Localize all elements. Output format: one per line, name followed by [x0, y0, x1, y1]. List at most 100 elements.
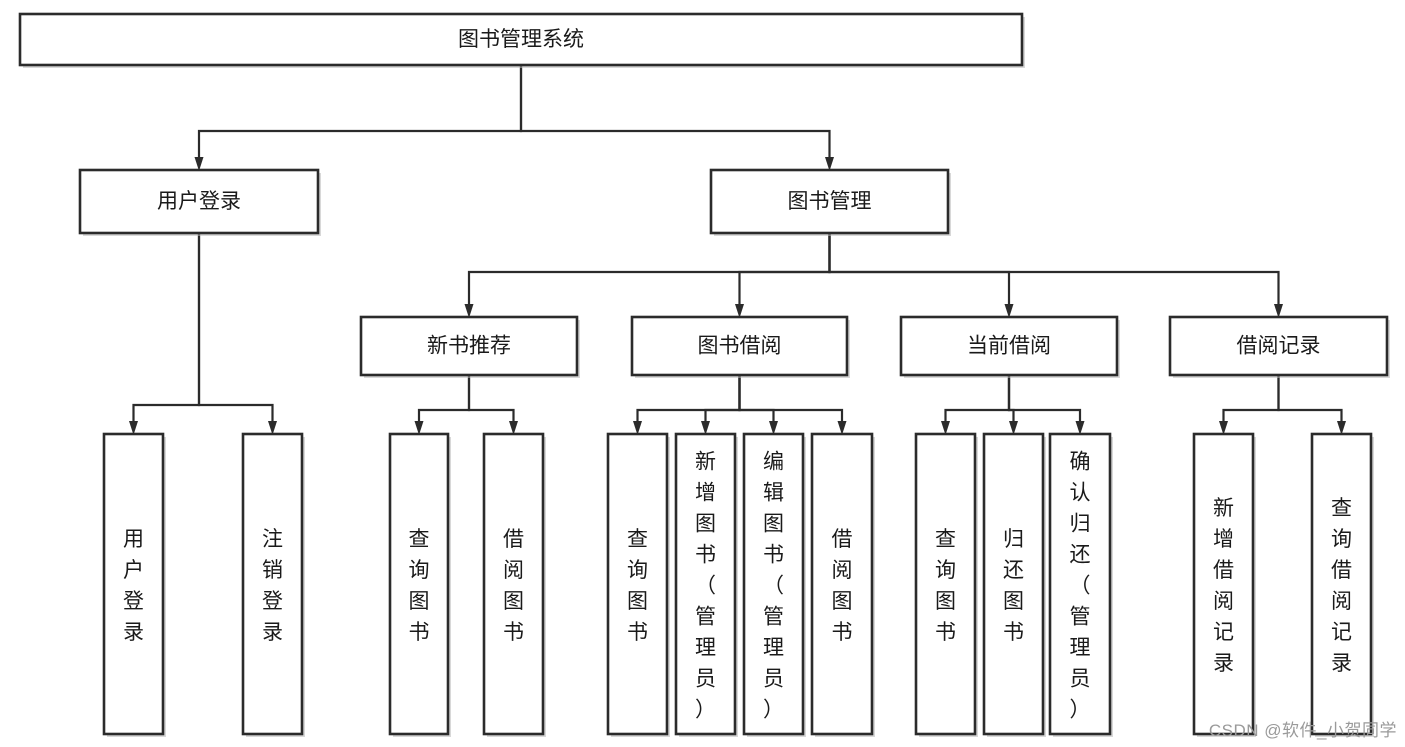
- node-current-borrow[interactable]: 当前借阅: [899, 315, 1120, 378]
- node-box[interactable]: [914, 432, 977, 736]
- arrow-head-icon: [837, 421, 847, 435]
- node-box[interactable]: [1048, 432, 1112, 736]
- node-box[interactable]: [241, 432, 304, 736]
- connector-leaf-query-book-cb: [941, 375, 1011, 435]
- node-leaf-user-login[interactable]: 用户登录: [102, 432, 166, 737]
- arrow-head-icon: [825, 157, 834, 171]
- connector-book-manage: [519, 65, 834, 171]
- node-leaf-add-book[interactable]: 新增图书（管理员）: [674, 432, 738, 737]
- node-label: 新书推荐: [427, 335, 511, 358]
- node-label: 借阅图书: [832, 528, 853, 644]
- node-box[interactable]: [359, 315, 579, 377]
- node-book-borrow[interactable]: 图书借阅: [630, 315, 850, 378]
- connector-current-borrow: [828, 233, 1014, 318]
- node-label: 当前借阅: [967, 335, 1051, 358]
- edges-layer: [129, 65, 1346, 435]
- node-box[interactable]: [674, 432, 737, 736]
- node-leaf-borrow-book-rec[interactable]: 借阅图书: [482, 432, 546, 737]
- connector-leaf-add-book: [701, 375, 741, 435]
- node-label: 图书借阅: [698, 335, 782, 358]
- node-leaf-add-record[interactable]: 新增借阅记录: [1192, 432, 1256, 737]
- node-root[interactable]: 图书管理系统: [18, 12, 1025, 68]
- connector-leaf-query-book-rec: [414, 375, 471, 435]
- node-new-book-rec[interactable]: 新书推荐: [359, 315, 580, 378]
- node-label: 借阅图书: [503, 528, 524, 644]
- node-box[interactable]: [482, 432, 545, 736]
- node-label: 查询图书: [409, 528, 430, 644]
- arrow-head-icon: [464, 304, 474, 318]
- connector-leaf-return-book: [1007, 375, 1018, 435]
- arrow-head-icon: [1075, 421, 1085, 435]
- node-box[interactable]: [78, 168, 320, 235]
- node-leaf-user-logout[interactable]: 注销登录: [241, 432, 305, 737]
- node-box[interactable]: [742, 432, 805, 736]
- node-box[interactable]: [1192, 432, 1255, 736]
- arrow-head-icon: [941, 421, 950, 435]
- node-label: 归还图书: [1003, 528, 1024, 644]
- arrow-head-icon: [769, 421, 778, 435]
- connector-leaf-edit-book: [738, 375, 778, 435]
- node-leaf-query-book-rec[interactable]: 查询图书: [388, 432, 451, 737]
- arrow-head-icon: [735, 304, 744, 318]
- node-user-login[interactable]: 用户登录: [78, 168, 321, 236]
- node-leaf-borrow-book-bb[interactable]: 借阅图书: [810, 432, 875, 737]
- arrow-head-icon: [129, 421, 138, 435]
- connector-user-login: [194, 65, 523, 171]
- connector-leaf-query-book-bb: [633, 375, 741, 435]
- node-box[interactable]: [1310, 432, 1373, 736]
- node-leaf-query-record[interactable]: 查询借阅记录: [1310, 432, 1374, 737]
- node-box[interactable]: [606, 432, 669, 736]
- nodes-layer: 图书管理系统用户登录图书管理新书推荐图书借阅当前借阅借阅记录用户登录注销登录查询…: [18, 12, 1390, 737]
- node-leaf-confirm-return[interactable]: 确认归还（管理员）: [1048, 432, 1113, 737]
- node-label: 查询图书: [935, 528, 956, 644]
- arrow-head-icon: [1337, 421, 1346, 435]
- node-leaf-query-book-cb[interactable]: 查询图书: [914, 432, 978, 737]
- connector-leaf-borrow-book-rec: [467, 375, 518, 435]
- arrow-head-icon: [1274, 304, 1283, 318]
- node-box[interactable]: [810, 432, 874, 736]
- arrow-head-icon: [633, 421, 642, 435]
- node-label: 新增借阅记录: [1213, 497, 1234, 675]
- connector-leaf-add-record: [1219, 375, 1280, 435]
- arrow-head-icon: [1009, 421, 1018, 435]
- node-leaf-return-book[interactable]: 归还图书: [982, 432, 1046, 737]
- node-label: 新增图书（管理员）: [695, 451, 716, 722]
- node-label: 编辑图书（管理员）: [763, 451, 784, 722]
- node-box[interactable]: [630, 315, 849, 377]
- node-label: 用户登录: [123, 528, 144, 644]
- node-label: 图书管理: [788, 190, 872, 213]
- connector-leaf-query-record: [1277, 375, 1346, 435]
- connector-leaf-user-login: [129, 233, 201, 435]
- node-label: 查询借阅记录: [1331, 497, 1352, 675]
- node-borrow-record[interactable]: 借阅记录: [1168, 315, 1390, 378]
- arrow-head-icon: [1004, 304, 1014, 318]
- node-box[interactable]: [1168, 315, 1389, 377]
- node-label: 注销登录: [262, 528, 283, 644]
- node-box[interactable]: [899, 315, 1119, 377]
- node-box[interactable]: [18, 12, 1024, 67]
- connector-borrow-record: [828, 233, 1283, 318]
- node-leaf-edit-book[interactable]: 编辑图书（管理员）: [742, 432, 806, 737]
- arrow-head-icon: [268, 421, 277, 435]
- node-label: 图书管理系统: [458, 28, 584, 51]
- arrow-head-icon: [194, 157, 204, 171]
- node-box[interactable]: [982, 432, 1045, 736]
- node-label: 用户登录: [157, 190, 241, 213]
- node-box[interactable]: [102, 432, 165, 736]
- node-box[interactable]: [709, 168, 950, 235]
- connector-leaf-borrow-book-bb: [738, 375, 847, 435]
- arrow-head-icon: [1219, 421, 1228, 435]
- connector-book-borrow: [735, 233, 831, 318]
- connector-leaf-user-logout: [197, 233, 277, 435]
- arrow-head-icon: [414, 421, 424, 435]
- node-leaf-query-book-bb[interactable]: 查询图书: [606, 432, 670, 737]
- node-book-manage[interactable]: 图书管理: [709, 168, 951, 236]
- node-label: 借阅记录: [1237, 335, 1321, 358]
- connector-leaf-confirm-return: [1007, 375, 1085, 435]
- node-box[interactable]: [388, 432, 450, 736]
- connector-new-book-rec: [464, 233, 831, 318]
- arrow-head-icon: [701, 421, 710, 435]
- node-label: 查询图书: [627, 528, 648, 644]
